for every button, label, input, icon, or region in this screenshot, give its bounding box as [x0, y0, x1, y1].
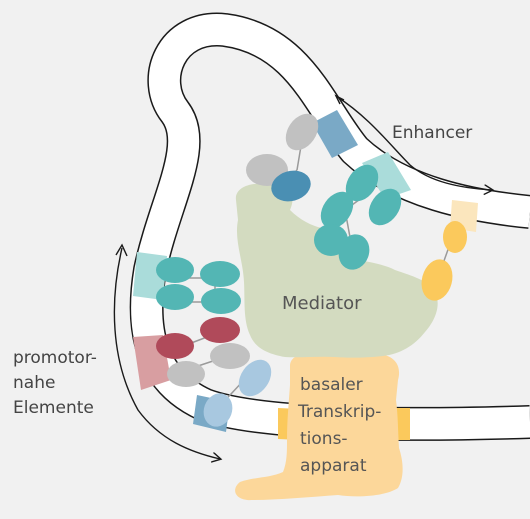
enhancer-label: Enhancer — [392, 123, 472, 143]
mediator-label: Mediator — [282, 293, 362, 314]
svg-text:Elemente: Elemente — [13, 398, 94, 418]
svg-text:nahe: nahe — [13, 373, 55, 393]
protein-yellow — [443, 221, 467, 253]
svg-text:Transkrip-: Transkrip- — [297, 402, 381, 422]
svg-text:tions-: tions- — [300, 429, 348, 449]
svg-text:promotor-: promotor- — [13, 348, 97, 368]
svg-text:basaler: basaler — [300, 375, 363, 395]
promoter-elements-label: promotor- nahe Elemente — [13, 348, 97, 418]
protein-teal — [201, 288, 241, 314]
protein-teal — [200, 261, 240, 287]
protein-gray — [210, 343, 250, 369]
svg-text:apparat: apparat — [300, 456, 367, 476]
protein-red — [200, 317, 240, 343]
